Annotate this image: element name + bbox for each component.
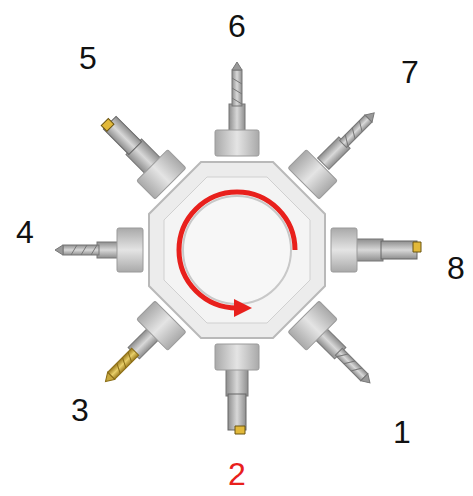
callout-number: 2 [228, 458, 246, 490]
callout-number: 5 [79, 42, 97, 74]
callout-number: 6 [228, 10, 246, 42]
callout-number: 4 [16, 216, 34, 248]
callout-number: 1 [393, 416, 411, 448]
callout-number: 8 [447, 252, 465, 284]
callout-number: 7 [401, 56, 419, 88]
callout-number: 3 [71, 394, 89, 426]
